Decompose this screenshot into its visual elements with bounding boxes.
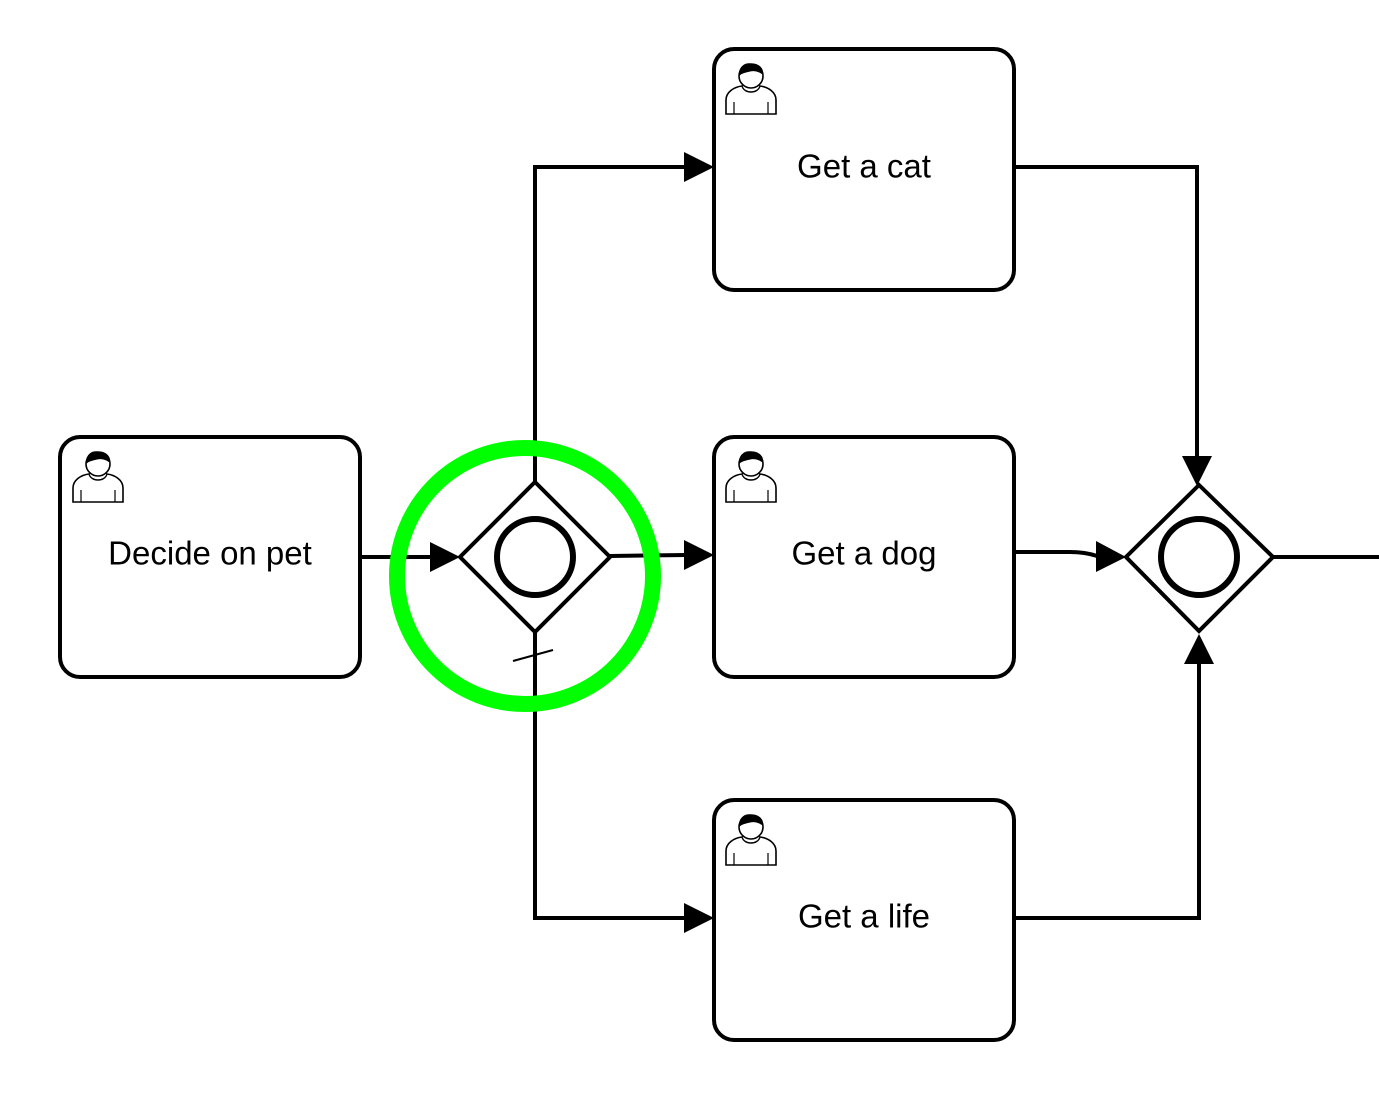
inclusive-marker-circle xyxy=(494,516,576,598)
task-label: Get a dog xyxy=(792,535,937,572)
task-box xyxy=(712,798,1016,1042)
highlight-ring xyxy=(389,440,661,712)
flow-dog-to-join[interactable] xyxy=(1016,550,1098,558)
inclusive-gateway-join[interactable] xyxy=(1123,482,1276,634)
gateway-diamond xyxy=(1123,482,1276,634)
user-task-get-a-life[interactable]: Get a life xyxy=(712,798,1016,1042)
flow-arrowhead xyxy=(1184,634,1214,664)
flow-cat-to-join[interactable] xyxy=(1016,165,1199,458)
inclusive-gateway-split[interactable] xyxy=(457,479,613,635)
task-label: Get a cat xyxy=(797,148,931,185)
inclusive-marker-circle xyxy=(1158,516,1240,598)
flow-split-to-cat[interactable] xyxy=(533,165,686,482)
flow-arrowhead xyxy=(684,152,714,182)
user-task-get-a-cat[interactable]: Get a cat xyxy=(712,47,1016,292)
task-box xyxy=(712,47,1016,292)
flow-arrowhead xyxy=(684,540,714,570)
user-task-decide-on-pet[interactable]: Decide on pet xyxy=(58,435,362,679)
sequence-flows xyxy=(362,152,1379,933)
flow-arrowhead xyxy=(684,903,714,933)
flow-arrowhead xyxy=(1096,541,1126,572)
flow-arrowhead xyxy=(1182,456,1212,486)
task-label: Decide on pet xyxy=(108,535,312,572)
task-box xyxy=(58,435,362,679)
flow-split-to-life-default[interactable] xyxy=(533,632,686,920)
gateway-diamond xyxy=(457,479,613,635)
default-flow-marker xyxy=(512,649,554,662)
user-task-get-a-dog[interactable]: Get a dog xyxy=(712,435,1016,679)
flow-life-to-join[interactable] xyxy=(1016,662,1201,920)
task-box xyxy=(712,435,1016,679)
flow-arrowhead xyxy=(430,542,460,572)
task-label: Get a life xyxy=(798,898,930,935)
